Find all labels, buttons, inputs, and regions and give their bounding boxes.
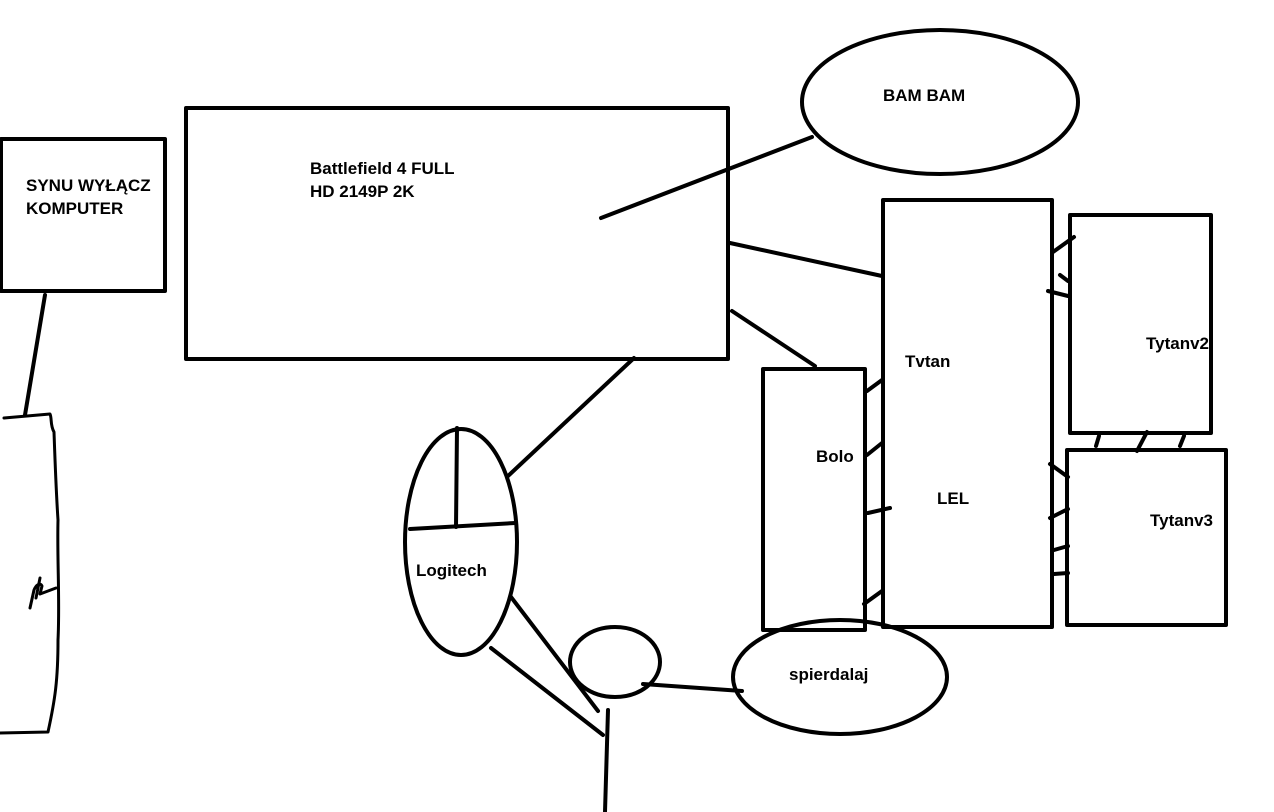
tytanv2-box [1068,213,1213,435]
spierdalaj-node: spierdalaj [731,618,949,736]
monitor-label-line1: SYNU WYŁĄCZ [26,176,151,195]
game-node: Battlefield 4 FULL HD 2149P 2K [184,106,730,361]
tytanv3-node: Tytanv3 [1065,448,1228,627]
game-logitech-connector [506,356,636,478]
figure-spierdalaj-connector [641,682,744,693]
bam-node: BAM BAM [800,28,1080,176]
tvtan-node: Tvtan LEL [881,198,1054,629]
tvtan-tytanv2-ticks [1046,235,1076,298]
bolo-tvtan-ticks [862,378,892,606]
logitech-divider-vertical [454,426,459,529]
bam-ellipse [800,28,1080,176]
bam-label: BAM BAM [883,86,965,105]
bolo-box [761,367,867,632]
game-bam-connector [599,135,814,220]
figure-head [568,625,662,699]
game-bolo-connector [730,309,817,368]
monitor-node: SYNU WYŁĄCZ KOMPUTER [0,137,167,293]
logitech-figure-connector-1 [509,595,600,713]
pc-tower-scribble [28,576,58,610]
tvtan-label: Tvtan [905,352,950,371]
spierdalaj-label: spierdalaj [789,665,868,684]
game-label-line1: Battlefield 4 FULL [310,159,455,178]
figure-body [603,708,610,812]
logitech-node: Logitech [403,426,519,657]
pc-tower-outline [0,412,61,735]
tytanv3-label: Tytanv3 [1150,511,1213,530]
lel-label: LEL [937,489,969,508]
tytanv3-box [1065,448,1228,627]
game-label-line2: HD 2149P 2K [310,182,415,201]
monitor-tower-connector [23,293,47,417]
logitech-ellipse [403,427,519,657]
logitech-label: Logitech [416,561,487,580]
game-box [184,106,730,361]
tytanv2-node: Tytanv2 [1068,213,1213,435]
pc-tower [0,412,61,735]
monitor-box [0,137,167,293]
tytanv2-tytanv3-ticks [1094,430,1186,453]
tytanv2-label: Tytanv2 [1146,334,1209,353]
logitech-divider-horizontal [408,521,517,531]
game-tvtan-connector [728,241,884,278]
bolo-label: Bolo [816,447,854,466]
spierdalaj-ellipse [731,618,949,736]
tvtan-box [881,198,1054,629]
logitech-figure-connector-2 [489,646,605,737]
monitor-label-line2: KOMPUTER [26,199,123,218]
tvtan-tytanv3-ticks [1048,462,1070,576]
bolo-node: Bolo [761,367,867,632]
